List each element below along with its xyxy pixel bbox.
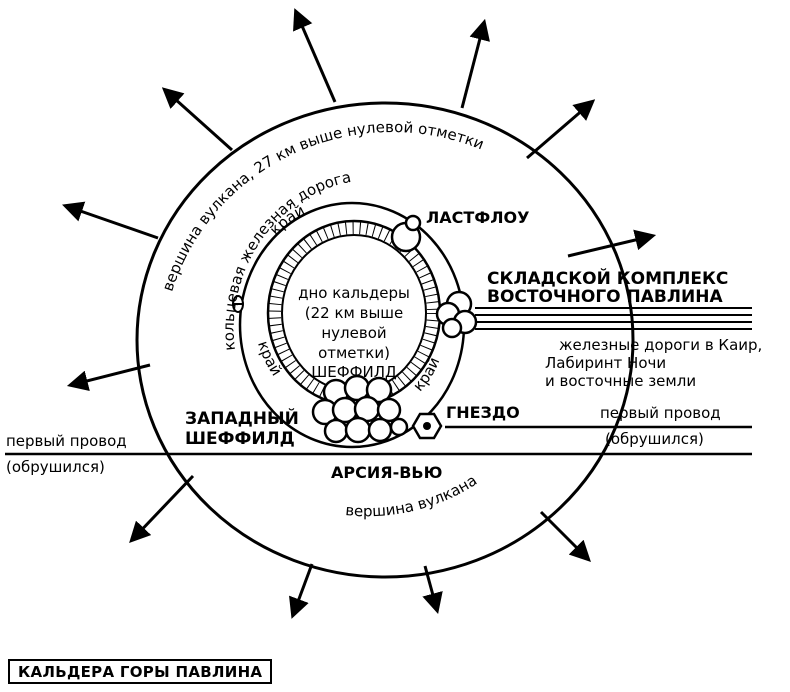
first-cable-east-line1: первый провод (600, 404, 721, 422)
slope-arrow (62, 201, 159, 240)
warehouse-cluster (435, 290, 478, 339)
nest-station (411, 412, 443, 440)
warehouse-label-line2: ВОСТОЧНОГО ПАВЛИНА (487, 287, 723, 307)
caldera-floor-line2: (22 км выше (305, 304, 404, 322)
railways-label-line2: Лабиринт Ночи (545, 354, 666, 372)
arsia-view-label: АРСИЯ-ВЬЮ (331, 463, 442, 482)
lastflow-station (390, 214, 422, 253)
first-cable-west-line2: (обрушился) (6, 458, 105, 476)
west-sheffield-label-line1: ЗАПАДНЫЙ (185, 407, 299, 429)
volcano-summit-contour (135, 101, 635, 579)
railways-label-line3: и восточные земли (545, 372, 696, 390)
west-sheffield-label-line2: ШЕФФИЛД (185, 429, 295, 449)
slope-arrow (539, 510, 591, 562)
summit-label-top: вершина вулкана, 27 км выше нулевой отме… (159, 118, 487, 293)
first-cable-east-line2: (обрушился) (605, 430, 704, 448)
eastern-railways (475, 307, 752, 330)
sheffield-cluster (311, 374, 409, 444)
slope-arrow (66, 363, 151, 392)
caldera-rim-hatching (269, 222, 439, 404)
caldera-floor-line3: нулевой (321, 324, 386, 342)
nest-label: ГНЕЗДО (446, 403, 520, 422)
ring-marker (232, 295, 244, 313)
slope-arrow (567, 229, 657, 258)
slope-arrow (129, 474, 195, 544)
sheffield-label: ШЕФФИЛД (311, 363, 397, 381)
lastflow-label: ЛАСТФЛОУ (426, 208, 529, 227)
slope-arrow (293, 8, 337, 103)
slope-arrows (62, 8, 657, 619)
slope-arrow (289, 563, 314, 619)
slope-arrow (460, 18, 490, 109)
warehouse-label-line1: СКЛАДСКОЙ КОМПЛЕКС (487, 267, 728, 289)
first-cable-west-line1: первый провод (6, 432, 127, 450)
slope-arrow (161, 87, 234, 152)
caldera-floor-line4: отметки) (318, 344, 390, 362)
slope-arrow (422, 565, 443, 615)
map-caption: КАЛЬДЕРА ГОРЫ ПАВЛИНА (8, 659, 273, 684)
railways-label-line1: железные дороги в Каир, (559, 336, 762, 354)
slope-arrow (526, 99, 596, 160)
caldera-floor-line1: дно кальдеры (298, 284, 410, 302)
